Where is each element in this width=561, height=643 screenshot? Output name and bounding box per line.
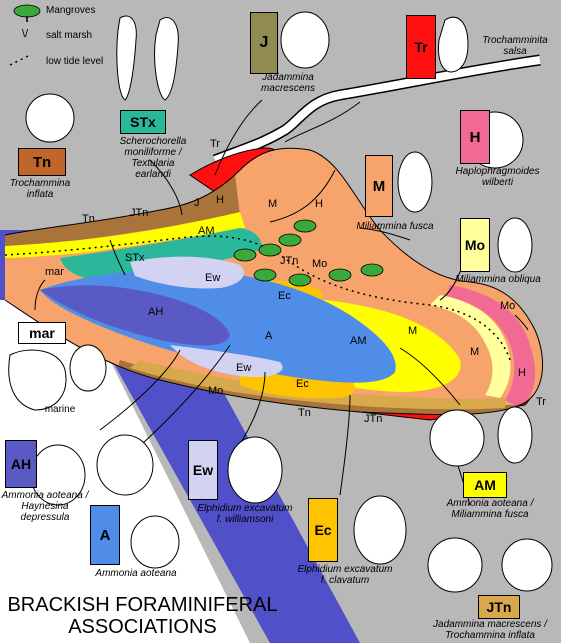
caption-am: Ammonia aoteana /Miliammina fusca — [446, 498, 534, 520]
zone-label-ew-mid: Ew — [205, 272, 221, 284]
zone-label-tr-right: Tr — [536, 396, 546, 408]
zone-label-jtn-mid: JTn — [280, 255, 299, 267]
caption-jtn: Jadammina macrescens /Trochammina inflat… — [433, 619, 547, 641]
caption-ah: Ammonia aoteana /Haynesina depressula — [1, 490, 89, 523]
zone-label-tn-low: Tn — [298, 407, 311, 419]
zone-label-a: A — [265, 330, 273, 342]
zone-label-ec-low: Ec — [296, 378, 309, 390]
legend-salt-marsh: salt marsh — [46, 30, 93, 41]
zone-label-h-top: H — [216, 194, 224, 206]
marine-band — [0, 235, 360, 643]
caption-a: Ammonia aoteana — [95, 568, 177, 579]
zone-label-m-right: M — [470, 346, 480, 358]
zone-label-ew-low: Ew — [236, 362, 252, 374]
box-ah: AH — [5, 440, 37, 488]
zone-label-stx: STx — [125, 252, 145, 264]
legend-mangrove-icon — [13, 4, 41, 18]
zone-label-m-mid: M — [408, 325, 418, 337]
zone-label-jtn-top: JTn — [130, 207, 149, 219]
caption-m: Miliammina fusca — [356, 221, 434, 232]
title-line-1: BRACKISH FORAMINIFERAL — [7, 594, 278, 616]
zone-label-ec-mid: Ec — [278, 290, 291, 302]
legend-low-tide: low tide level — [46, 56, 104, 67]
box-jtn: JTn — [478, 595, 520, 619]
caption-mar: marine — [44, 404, 76, 415]
zone-label-h-right: H — [518, 367, 526, 379]
zone-label-mo-right: Mo — [500, 300, 516, 312]
zone-label-ah: AH — [148, 306, 164, 318]
zone-label-mar: mar — [45, 266, 64, 278]
zone-label-tn-left: Tn — [82, 213, 95, 225]
zone-label-tr-top: Tr — [210, 138, 220, 150]
box-ec: Ec — [308, 498, 338, 562]
box-mar: mar — [18, 322, 66, 344]
zone-label-am-mid: AM — [350, 335, 367, 347]
specimen-sketches — [8, 11, 553, 593]
legend-mangroves: Mangroves — [46, 5, 96, 16]
diagram-title: BRACKISH FORAMINIFERAL ASSOCIATIONS — [0, 594, 285, 638]
zone-label-jtn-low: JTn — [364, 413, 383, 425]
title-line-2: ASSOCIATIONS — [68, 616, 217, 638]
legend-saltmarsh-icon: \/ — [22, 28, 29, 40]
box-j: J — [250, 12, 278, 74]
zone-label-mo-mid: Mo — [312, 258, 328, 270]
box-mo: Mo — [460, 218, 490, 272]
box-a: A — [90, 505, 120, 565]
mangrove-trees — [233, 219, 384, 287]
box-tr: Tr — [406, 15, 436, 79]
box-stx: STx — [120, 110, 166, 134]
zone-label-j-top: J — [194, 197, 200, 209]
box-am: AM — [463, 472, 507, 498]
legend-lowtide-icon — [9, 54, 31, 66]
zone-label-mo-low: Mo — [208, 385, 224, 397]
box-h: H — [460, 110, 490, 164]
caption-mo: Miliammina obliqua — [455, 274, 541, 285]
box-tn: Tn — [18, 148, 66, 176]
box-m: M — [365, 155, 393, 217]
zone-label-am-top: AM — [198, 225, 215, 237]
box-ew: Ew — [188, 440, 218, 500]
zone-label-m-top: M — [268, 198, 278, 210]
zone-label-h-right-top: H — [315, 198, 323, 210]
